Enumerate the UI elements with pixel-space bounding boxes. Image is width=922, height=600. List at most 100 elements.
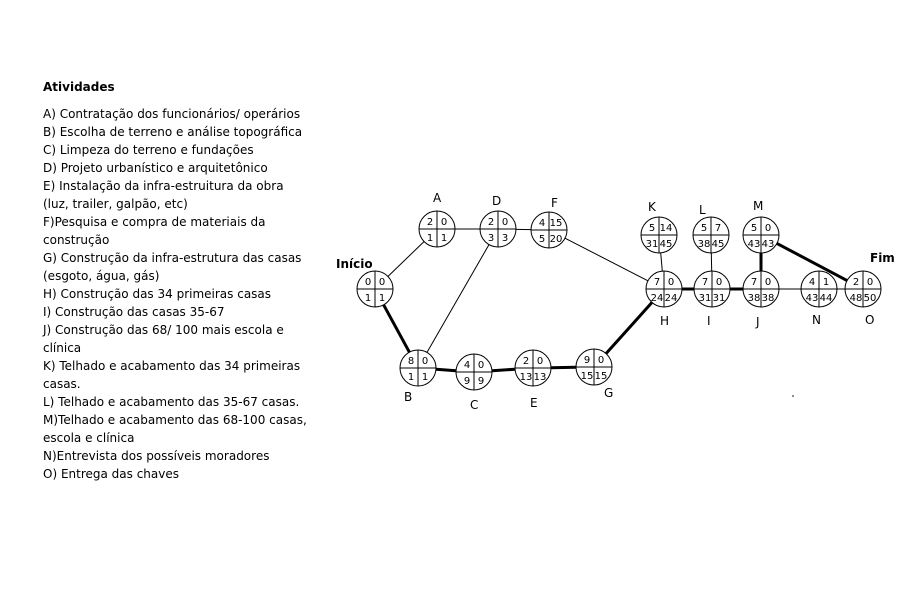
node-value-tl: 7 bbox=[702, 277, 708, 288]
activity-line: (luz, trailer, galpão, etc) bbox=[43, 197, 188, 211]
node-value-tr: 1 bbox=[823, 277, 829, 288]
node-label: I bbox=[707, 314, 711, 328]
edge-H-K bbox=[660, 252, 663, 272]
node-value-bl: 13 bbox=[520, 372, 533, 383]
node-value-br: 38 bbox=[762, 293, 775, 304]
activity-line: B) Escolha de terreno e análise topográf… bbox=[43, 125, 303, 139]
node-value-tl: 8 bbox=[408, 356, 414, 367]
activity-line: E) Instalação da infra-estruitura da obr… bbox=[43, 179, 284, 193]
activities-legend: Atividades A) Contratação dos funcionári… bbox=[43, 78, 323, 483]
edge-start-A bbox=[387, 241, 425, 277]
node-value-tr: 0 bbox=[867, 277, 873, 288]
node-value-tr: 0 bbox=[379, 277, 385, 288]
node-value-tl: 9 bbox=[584, 355, 590, 366]
node-value-bl: 43 bbox=[748, 239, 761, 250]
node-label: N bbox=[812, 313, 821, 327]
node-value-bl: 9 bbox=[464, 376, 470, 387]
node-value-tl: 4 bbox=[809, 277, 815, 288]
activity-line: L) Telhado e acabamento das 35-67 casas. bbox=[43, 395, 300, 409]
node-label: D bbox=[492, 194, 501, 208]
node-label: B bbox=[404, 390, 412, 404]
node-value-tl: 0 bbox=[365, 277, 371, 288]
edge-F-H bbox=[564, 237, 649, 282]
edge-start-B bbox=[382, 303, 411, 354]
node-label: K bbox=[648, 200, 657, 214]
node-value-bl: 3 bbox=[488, 233, 494, 244]
node-value-br: 20 bbox=[550, 234, 563, 245]
node-value-br: 1 bbox=[441, 233, 447, 244]
activity-line: escola e clínica bbox=[43, 431, 135, 445]
node-value-br: 43 bbox=[762, 239, 775, 250]
activity-line: M)Telhado e acabamento das 68-100 casas, bbox=[43, 413, 307, 427]
node-value-tr: 14 bbox=[660, 223, 673, 234]
node-value-tl: 2 bbox=[427, 217, 433, 228]
activity-line: O) Entrega das chaves bbox=[43, 467, 180, 481]
node-value-bl: 1 bbox=[408, 372, 414, 383]
node-value-br: 13 bbox=[534, 372, 547, 383]
edges-layer bbox=[382, 228, 849, 373]
node-value-br: 15 bbox=[595, 371, 608, 382]
edge-M-O bbox=[775, 241, 849, 283]
node-value-tl: 5 bbox=[701, 223, 707, 234]
node-value-bl: 15 bbox=[581, 371, 594, 382]
node-value-tr: 0 bbox=[668, 277, 674, 288]
node-value-bl: 5 bbox=[539, 234, 545, 245]
activities-title: Atividades bbox=[43, 80, 115, 94]
node-value-br: 45 bbox=[660, 239, 673, 250]
node-value-tr: 0 bbox=[537, 356, 543, 367]
activity-line: C) Limpeza do terreno e fundações bbox=[43, 143, 254, 157]
edge-B-C bbox=[434, 367, 458, 373]
activity-line: A) Contratação dos funcionários/ operári… bbox=[43, 107, 301, 121]
node-value-bl: 31 bbox=[646, 239, 659, 250]
node-label: C bbox=[470, 398, 478, 412]
node-value-tr: 0 bbox=[765, 223, 771, 234]
activity-line: N)Entrevista dos possíveis moradores bbox=[43, 449, 270, 463]
node-value-tr: 0 bbox=[716, 277, 722, 288]
node-value-tr: 0 bbox=[765, 277, 771, 288]
activity-line: clínica bbox=[43, 341, 82, 355]
node-value-br: 1 bbox=[379, 293, 385, 304]
node-value-bl: 38 bbox=[748, 293, 761, 304]
activity-line: J) Construção das 68/ 100 mais escola e bbox=[43, 323, 284, 337]
node-value-tl: 7 bbox=[654, 277, 660, 288]
edge-G-H bbox=[604, 300, 654, 356]
node-value-bl: 1 bbox=[365, 293, 371, 304]
node-label: A bbox=[433, 191, 442, 205]
node-value-tr: 0 bbox=[441, 217, 447, 228]
node-value-tr: 0 bbox=[478, 360, 484, 371]
end-label: Fim bbox=[870, 251, 895, 265]
node-value-bl: 24 bbox=[651, 293, 664, 304]
edge-B-D bbox=[426, 244, 490, 353]
node-value-br: 45 bbox=[712, 239, 725, 250]
node-value-tr: 0 bbox=[598, 355, 604, 366]
activity-line: F)Pesquisa e compra de materiais da bbox=[43, 215, 266, 229]
node-label: F bbox=[551, 196, 558, 210]
node-value-tr: 0 bbox=[502, 217, 508, 228]
node-value-tl: 5 bbox=[649, 223, 655, 234]
activity-line: (esgoto, água, gás) bbox=[43, 269, 160, 283]
node-value-br: 1 bbox=[422, 372, 428, 383]
node-value-tr: 0 bbox=[422, 356, 428, 367]
node-value-bl: 31 bbox=[699, 293, 712, 304]
node-value-br: 9 bbox=[478, 376, 484, 387]
node-value-br: 50 bbox=[864, 293, 877, 304]
node-label: M bbox=[753, 199, 763, 213]
activity-line: H) Construção das 34 primeiras casas bbox=[43, 287, 272, 301]
activities-list: A) Contratação dos funcionários/ operári… bbox=[43, 105, 323, 483]
node-label: H bbox=[660, 314, 669, 328]
edge-C-E bbox=[490, 367, 517, 373]
node-label: J bbox=[755, 315, 760, 329]
